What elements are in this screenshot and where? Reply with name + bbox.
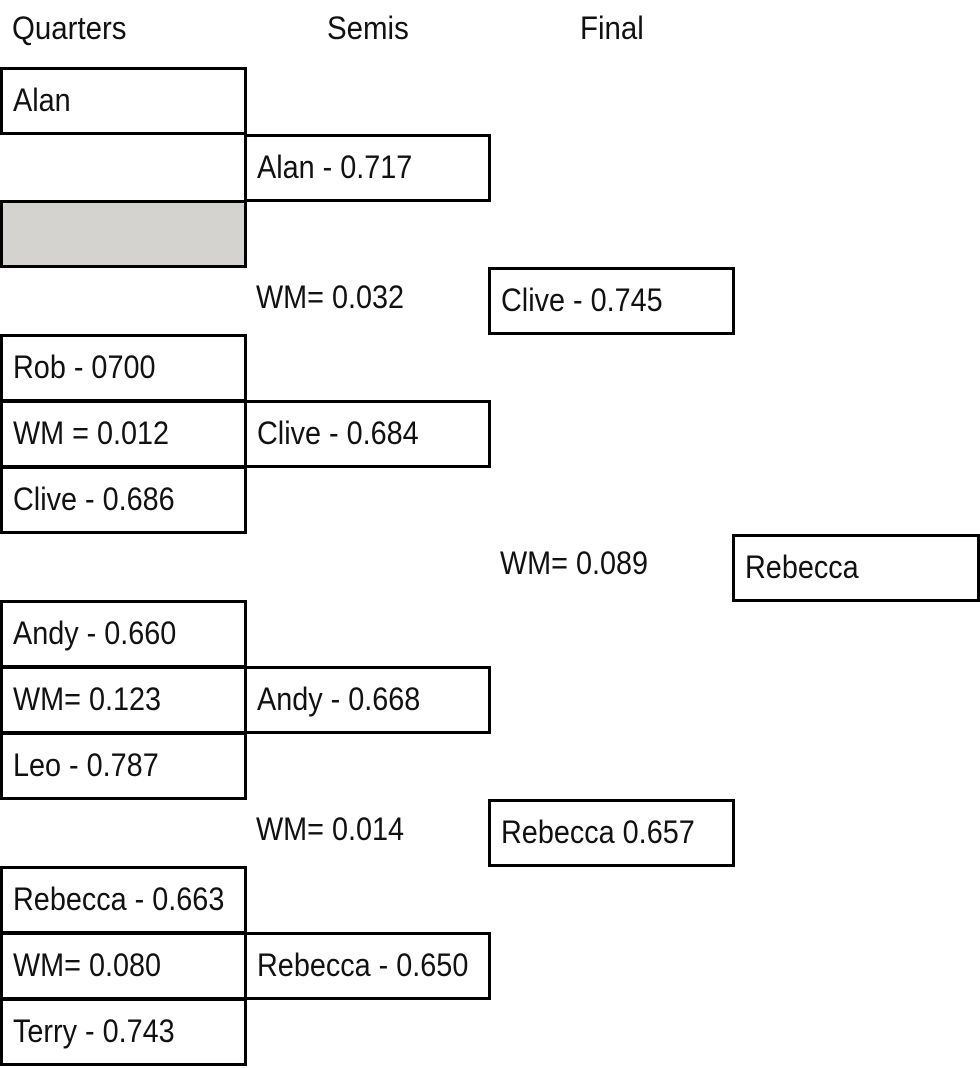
- quarters-slot-rob: Rob - 0700: [0, 334, 247, 402]
- semis-wm-bottom: WM= 0.014: [256, 813, 421, 845]
- column-header-final: Final: [580, 10, 644, 46]
- quarters-slot-label: Rebecca - 0.663: [13, 881, 225, 917]
- semis-wm-top: WM= 0.032: [256, 281, 421, 313]
- quarters-slot-label: WM= 0.080: [13, 947, 162, 983]
- quarters-slot-label: Andy - 0.660: [13, 615, 177, 651]
- quarters-slot-alan: Alan: [0, 67, 247, 135]
- winner-label: Rebecca: [745, 549, 859, 585]
- quarters-slot-label: Terry - 0.743: [13, 1013, 175, 1049]
- semis-slot-rebecca: Rebecca - 0.650: [244, 932, 491, 1000]
- semis-slot-andy: Andy - 0.668: [244, 666, 491, 734]
- quarters-slot-label: Clive - 0.686: [13, 481, 175, 517]
- quarters-slot-wm-rob-clive: WM = 0.012: [0, 400, 247, 468]
- final-slot-label: Rebecca 0.657: [501, 814, 695, 850]
- final-slot-clive: Clive - 0.745: [488, 267, 735, 335]
- column-header-quarters: Quarters: [12, 10, 127, 46]
- final-slot-rebecca: Rebecca 0.657: [488, 799, 735, 867]
- winner-slot: Rebecca: [732, 534, 980, 602]
- quarters-slot-label: Rob - 0700: [13, 349, 156, 385]
- quarters-slot-label: Alan: [13, 82, 71, 118]
- quarters-slot-terry: Terry - 0.743: [0, 998, 247, 1066]
- quarters-slot-label: WM = 0.012: [13, 415, 170, 451]
- quarters-slot-leo: Leo - 0.787: [0, 732, 247, 800]
- final-slot-label: Clive - 0.745: [501, 282, 663, 318]
- quarters-slot-empty: [0, 200, 247, 268]
- quarters-slot-clive: Clive - 0.686: [0, 466, 247, 534]
- semis-slot-alan: Alan - 0.717: [244, 134, 491, 202]
- column-header-semis: Semis: [327, 10, 409, 46]
- final-wm: WM= 0.089: [500, 547, 665, 579]
- semis-wm-label: WM= 0.014: [256, 811, 405, 847]
- quarters-slot-wm-rebecca-terry: WM= 0.080: [0, 932, 247, 1000]
- quarters-slot-label: Leo - 0.787: [13, 747, 159, 783]
- semis-slot-clive: Clive - 0.684: [244, 400, 491, 468]
- semis-slot-label: Andy - 0.668: [257, 681, 421, 717]
- semis-wm-label: WM= 0.032: [256, 279, 405, 315]
- quarters-slot-rebecca: Rebecca - 0.663: [0, 866, 247, 934]
- quarters-slot-label: WM= 0.123: [13, 681, 162, 717]
- quarters-slot-wm-andy-leo: WM= 0.123: [0, 666, 247, 734]
- final-wm-label: WM= 0.089: [500, 545, 649, 581]
- semis-slot-label: Clive - 0.684: [257, 415, 419, 451]
- semis-slot-label: Alan - 0.717: [257, 149, 413, 185]
- quarters-slot-andy: Andy - 0.660: [0, 600, 247, 668]
- semis-slot-label: Rebecca - 0.650: [257, 947, 469, 983]
